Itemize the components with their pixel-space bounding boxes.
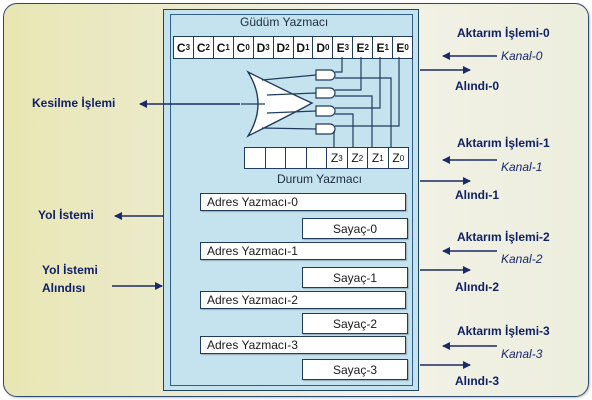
and-gate-1 — [315, 87, 336, 99]
ack-label-1: Alındı-1 — [455, 188, 499, 202]
and-gate-0 — [315, 69, 336, 81]
bus-request-label: Yol İstemi — [38, 208, 94, 222]
bus-grant-label-line2: Alındısı — [42, 281, 86, 295]
request-label-2: Aktarım İşlemi-2 — [457, 230, 550, 244]
channel-label-1: Kanal-1 — [501, 160, 543, 174]
status-register-title: Durum Yazmacı — [277, 172, 362, 186]
and-gate-3 — [315, 123, 336, 135]
address-register-2: Adres Yazmacı-2 — [200, 291, 406, 309]
counter-1: Sayaç-1 — [302, 267, 408, 288]
channel-label-2: Kanal-2 — [501, 252, 543, 266]
counter-3: Sayaç-3 — [302, 359, 408, 380]
request-label-0: Aktarım İşlemi-0 — [457, 26, 550, 40]
request-label-3: Aktarım İşlemi-3 — [457, 324, 550, 338]
counter-2: Sayaç-2 — [302, 313, 408, 334]
control-register-title: Güdüm Yazmacı — [240, 15, 329, 29]
dma-controller-inner-frame — [170, 14, 413, 386]
ack-label-2: Alındı-2 — [455, 280, 499, 294]
ack-label-3: Alındı-3 — [455, 374, 499, 388]
address-register-3: Adres Yazmacı-3 — [200, 336, 406, 354]
status-register-bit-2 — [286, 148, 307, 168]
request-label-1: Aktarım İşlemi-1 — [457, 136, 550, 150]
status-register-bit-1 — [266, 148, 286, 168]
interrupt-label: Kesilme İşlemi — [32, 96, 116, 110]
status-register-bit-3 — [307, 148, 327, 168]
and-gate-2 — [315, 105, 336, 117]
address-register-0: Adres Yazmacı-0 — [200, 193, 406, 211]
counter-0: Sayaç-0 — [302, 218, 408, 239]
channel-label-3: Kanal-3 — [501, 347, 543, 361]
status-register-bit-0 — [245, 148, 266, 168]
channel-label-0: Kanal-0 — [501, 49, 543, 63]
address-register-1: Adres Yazmacı-1 — [200, 242, 406, 260]
ack-label-0: Alındı-0 — [455, 79, 499, 93]
bus-grant-label-line1: Yol İstemi — [42, 263, 98, 277]
